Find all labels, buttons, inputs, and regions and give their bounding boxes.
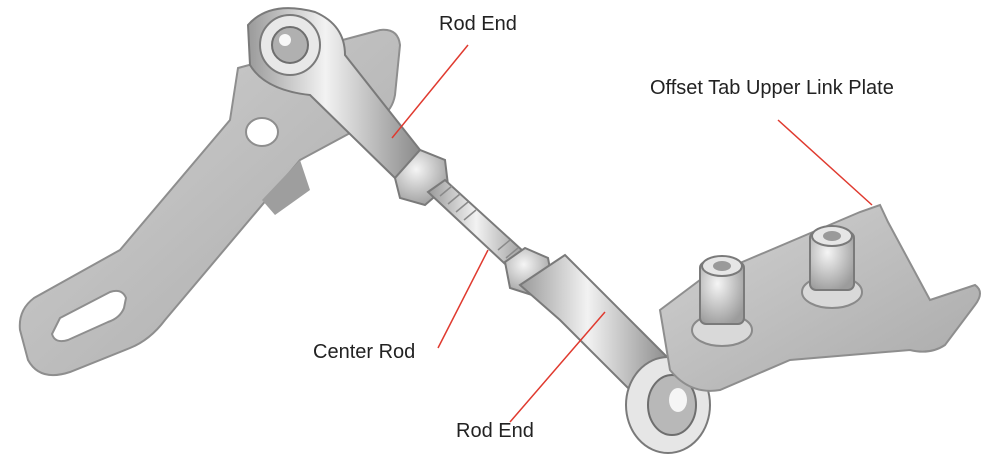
leader-line-rod-end-top [391, 44, 469, 139]
rod-end-bottom-label: Rod End [456, 420, 534, 442]
rod-end-top-label: Rod End [439, 13, 517, 35]
center-rod-label: Center Rod [313, 341, 416, 363]
rod-end-top [246, 7, 450, 207]
lock-nut-left [699, 255, 745, 325]
leader-line-rod-end-bottom [509, 311, 606, 423]
leader-lines [391, 44, 873, 423]
offset-tab-label: Offset Tab Upper Link Plate [650, 77, 894, 99]
leader-line-center-rod [437, 249, 489, 349]
lever-plate [18, 28, 402, 376]
leader-line-offset-tab [777, 119, 873, 206]
lock-nut-right [809, 225, 855, 291]
offset-tab-plate [658, 203, 981, 392]
